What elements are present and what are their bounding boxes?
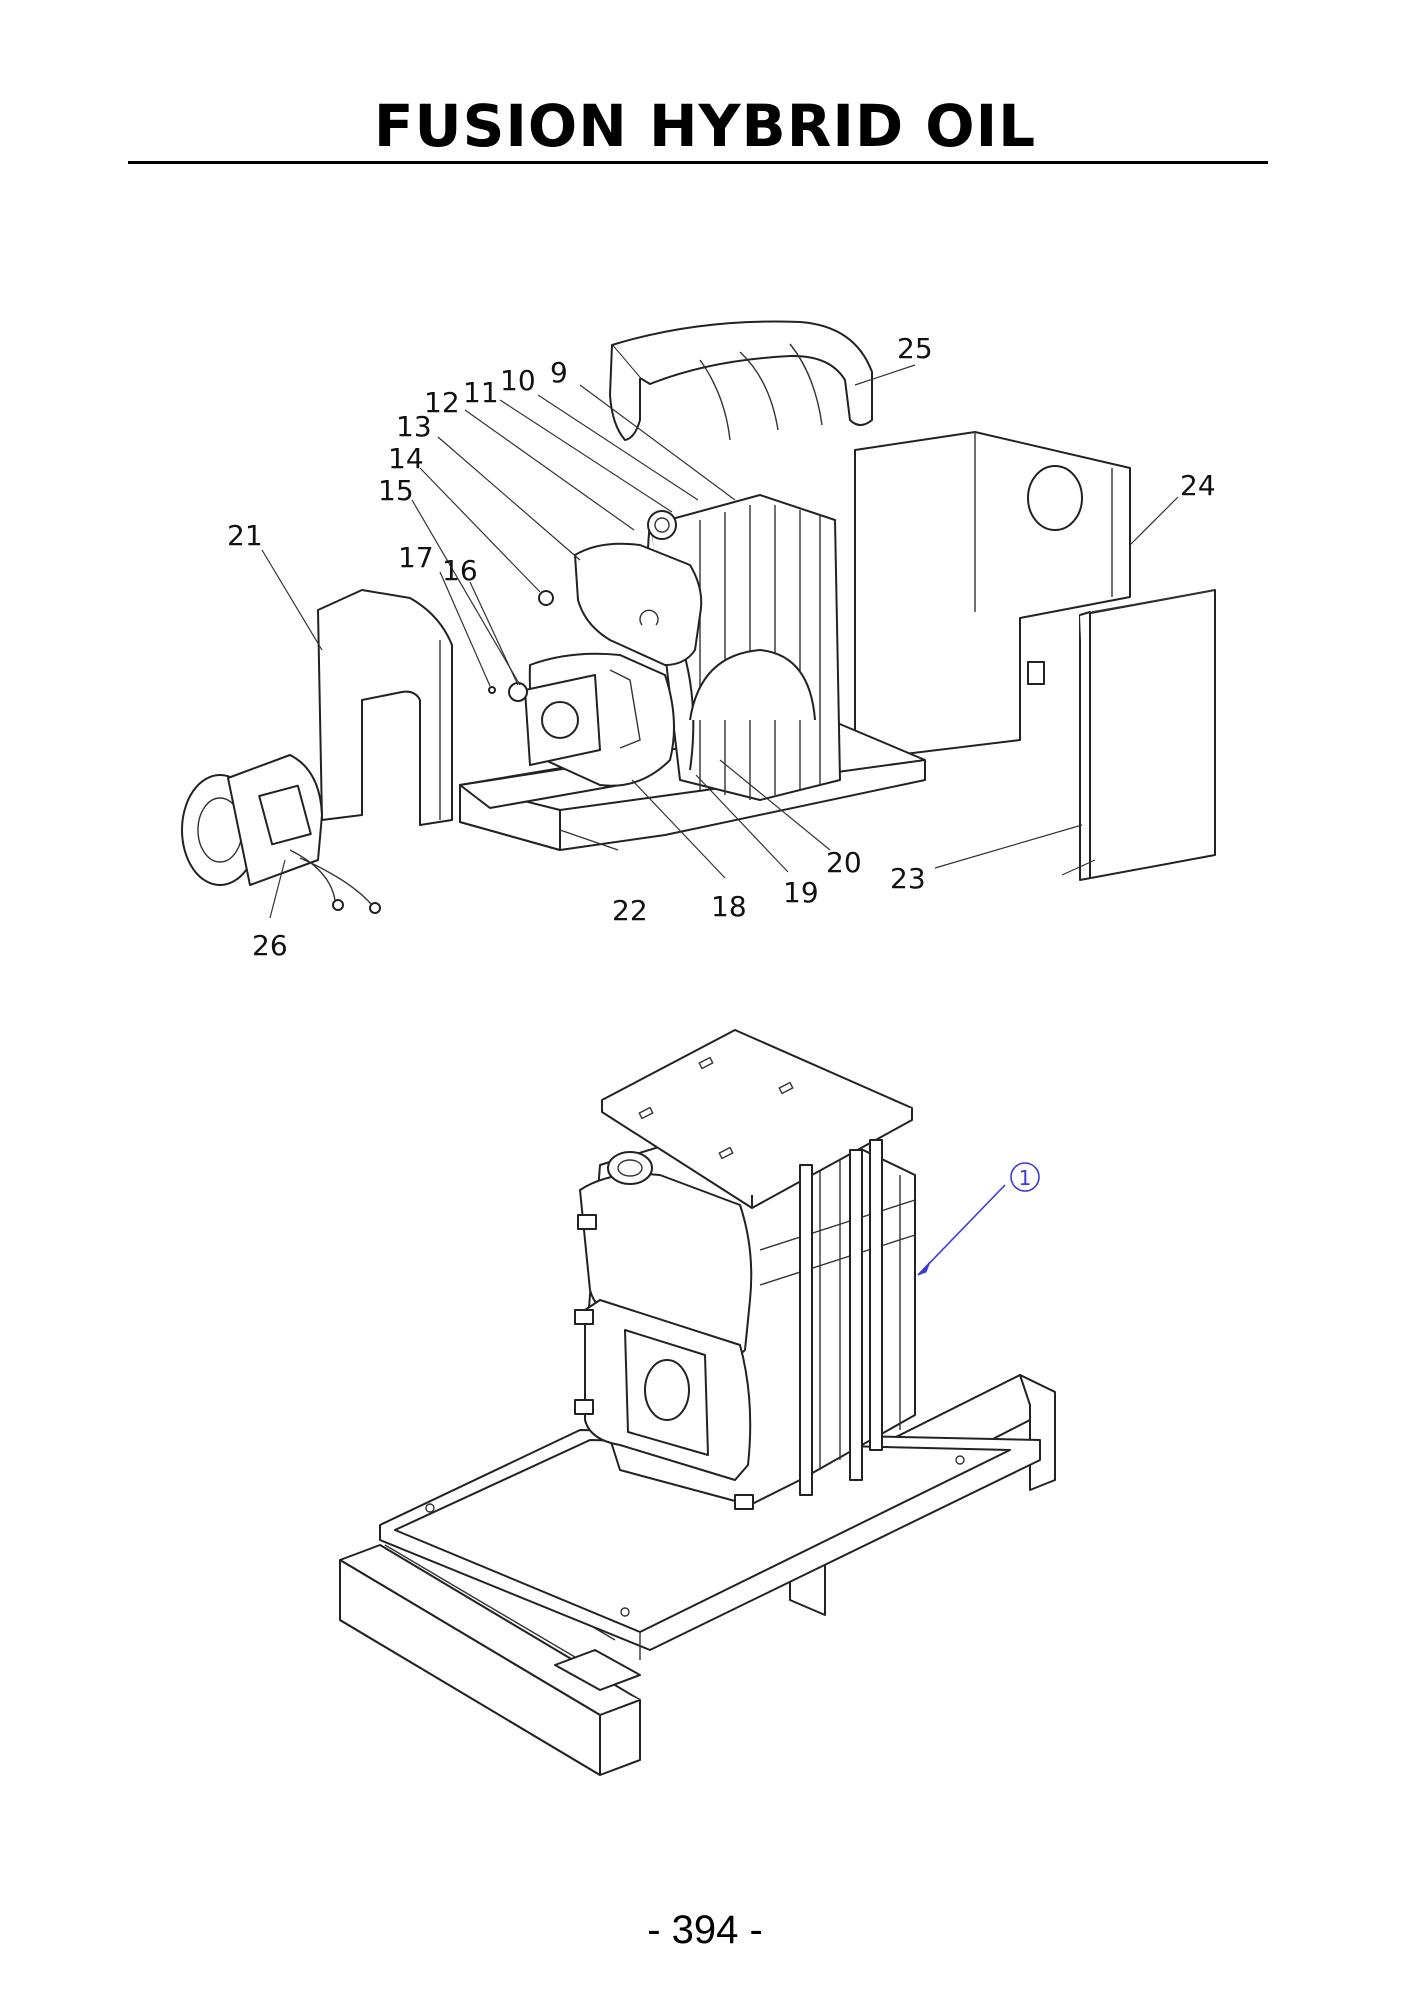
callout-25: 25: [897, 332, 933, 365]
top-board: [601, 1029, 913, 1209]
callout-leaders: [261, 364, 1179, 919]
part-front-gasket-panel: [317, 589, 453, 826]
callout-14: 14: [388, 442, 424, 475]
callout-23: 23: [890, 862, 926, 895]
callout-20: 20: [826, 846, 862, 879]
callout-15: 15: [378, 474, 414, 507]
callout-1-label: 1: [1019, 1166, 1032, 1190]
flue-opening: [1027, 465, 1083, 531]
gasket-ring: [508, 682, 528, 702]
callout-17: 17: [398, 541, 434, 574]
callout-9: 9: [550, 356, 568, 389]
title-underline: [128, 161, 1268, 164]
part-side-panel: [1079, 589, 1216, 881]
callout-19: 19: [783, 876, 819, 909]
part-upper-cover-plate: [538, 542, 703, 666]
assembled-heat-exchanger: [574, 1109, 916, 1510]
callout-1: 1: [917, 1162, 1040, 1276]
callout-labels: 25 24 23 22 21 20 19 18 17 16 15 14 13 1…: [227, 332, 1216, 962]
callout-13: 13: [396, 410, 432, 443]
exploded-view: 25 24 23 22 21 20 19 18 17 16 15 14 13 1…: [181, 320, 1216, 962]
header-port: [647, 510, 677, 540]
callout-12: 12: [424, 386, 460, 419]
casing-cutout: [1027, 661, 1045, 685]
callout-22: 22: [612, 894, 648, 927]
callout-10: 10: [500, 364, 536, 397]
assembled-view: 1: [339, 1029, 1056, 1776]
callout-16: 16: [442, 554, 478, 587]
page-number: - 394 -: [647, 1908, 763, 1952]
callout-18: 18: [711, 890, 747, 923]
part-oil-burner: [181, 754, 381, 914]
callout-24: 24: [1180, 469, 1216, 502]
callout-21: 21: [227, 519, 263, 552]
burner-opening: [644, 1359, 690, 1421]
callout-11: 11: [463, 376, 499, 409]
flue-collar: [607, 1151, 653, 1185]
callout-26: 26: [252, 929, 288, 962]
part-burner-door: [524, 652, 675, 787]
base-frame: [379, 1429, 1041, 1660]
page-title: FUSION HYBRID OIL: [373, 92, 1037, 160]
fixing-screw: [488, 686, 496, 694]
part-top-cover: [609, 320, 873, 441]
sight-glass: [538, 590, 554, 606]
support-posts: [799, 1139, 883, 1496]
